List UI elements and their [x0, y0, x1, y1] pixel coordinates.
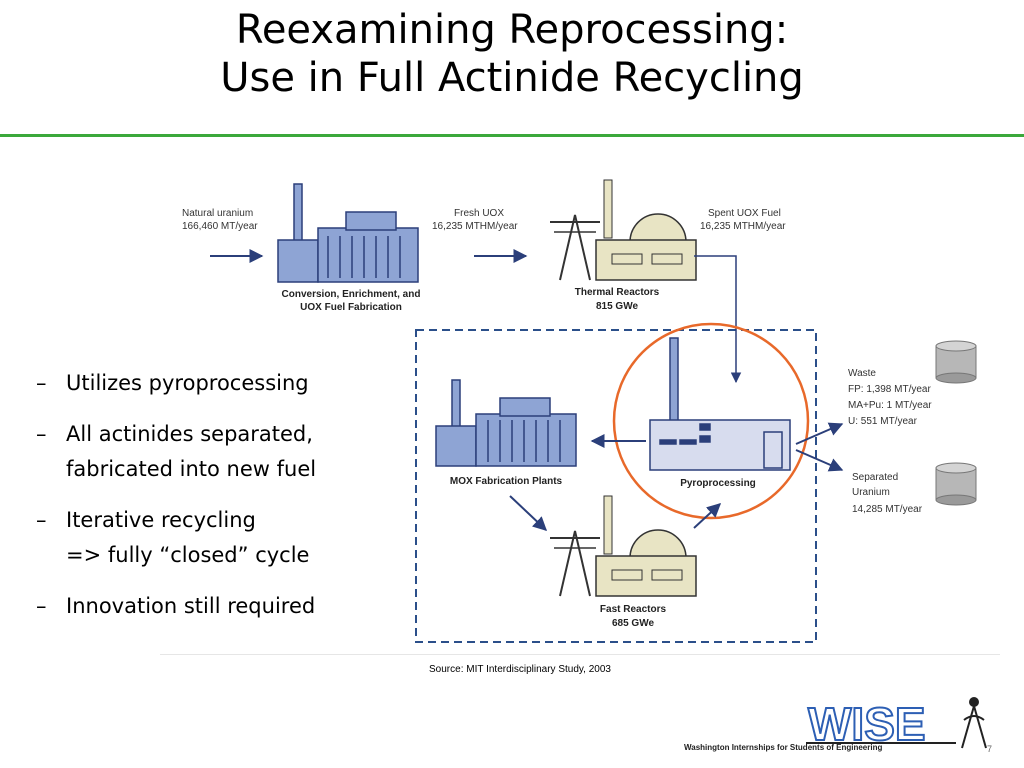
- fresh-uox-label: Fresh UOX: [454, 208, 504, 219]
- thermal-reactors-capacity: 815 GWe: [596, 301, 638, 312]
- page-number: 7: [987, 744, 993, 754]
- arrow-to-waste: [795, 422, 844, 445]
- wise-logo-text: WISE: [808, 698, 926, 750]
- mox-label: MOX Fabrication Plants: [450, 476, 563, 487]
- wise-logo: WISE Washington Internships for Students…: [684, 697, 987, 752]
- separated-uranium-rate: 14,285 MT/year: [852, 504, 923, 515]
- bullet-marker: –: [36, 594, 47, 618]
- bullet-text: Utilizes pyroprocessing: [66, 371, 309, 395]
- pyroprocessing-label: Pyroprocessing: [680, 478, 756, 489]
- bullet-marker: –: [36, 508, 47, 532]
- fast-reactors-label: Fast Reactors: [600, 604, 667, 615]
- fast-reactor-icon: [550, 495, 697, 597]
- conversion-plant-icon: [277, 183, 419, 283]
- separated-uranium-label-2: Uranium: [852, 487, 890, 498]
- thermal-reactors-label: Thermal Reactors: [575, 287, 660, 298]
- bullet-list: – Utilizes pyroprocessing – All actinide…: [36, 366, 376, 640]
- natural-uranium-rate: 166,460 MT/year: [182, 221, 258, 232]
- spent-uox-label: Spent UOX Fuel: [708, 208, 781, 219]
- separated-uranium-label-1: Separated: [852, 472, 898, 483]
- conversion-label-1: Conversion, Enrichment, and: [282, 289, 421, 300]
- closed-cycle-box: [415, 329, 817, 643]
- bullet-item: – Utilizes pyroprocessing: [36, 366, 376, 401]
- mox-plant-icon: [435, 379, 577, 467]
- bullet-text: All actinides separated, fabricated into…: [66, 422, 317, 481]
- pyroprocessing-plant-icon: [649, 337, 791, 471]
- arrow-to-separated-uranium: [795, 449, 844, 472]
- spent-uox-rate: 16,235 MTHM/year: [700, 221, 786, 232]
- title-divider: [0, 134, 1024, 137]
- waste-u: U: 551 MT/year: [848, 416, 918, 427]
- thermal-reactor-icon: [550, 179, 697, 281]
- fast-reactors-capacity: 685 GWe: [612, 618, 654, 629]
- fresh-uox-rate: 16,235 MTHM/year: [432, 221, 518, 232]
- bullet-item: – All actinides separated, fabricated in…: [36, 417, 376, 487]
- wise-tagline: Washington Internships for Students of E…: [684, 743, 882, 752]
- waste-drum-icon: [935, 340, 977, 384]
- bullet-text: Iterative recycling => fully “closed” cy…: [66, 508, 310, 567]
- logo-underline: [806, 742, 956, 744]
- title-line-1: Reexamining Reprocessing:: [235, 7, 789, 53]
- arrow-spent-uox: [694, 255, 742, 384]
- waste-mapu: MA+Pu: 1 MT/year: [848, 400, 932, 411]
- bullet-marker: –: [36, 371, 47, 395]
- waste-label: Waste: [848, 368, 876, 379]
- uranium-drum-icon: [935, 462, 977, 506]
- natural-uranium-label: Natural uranium: [182, 208, 253, 219]
- waste-fp: FP: 1,398 MT/year: [848, 384, 931, 395]
- conversion-label-2: UOX Fuel Fabrication: [300, 302, 402, 313]
- slide-title: Reexamining Reprocessing: Use in Full Ac…: [0, 6, 1024, 102]
- compass-icon: [961, 697, 987, 749]
- bullet-marker: –: [36, 422, 47, 446]
- pyroprocessing-highlight: [612, 322, 810, 520]
- arrow-fast-to-pyro: [693, 503, 722, 529]
- bullet-text: Innovation still required: [66, 594, 316, 618]
- title-line-2: Use in Full Actinide Recycling: [220, 55, 804, 101]
- arrow-mox-to-fast: [509, 495, 548, 531]
- footer-divider: [160, 654, 1000, 655]
- source-citation: Source: MIT Interdisciplinary Study, 200…: [429, 664, 611, 675]
- bullet-item: – Innovation still required: [36, 589, 376, 624]
- bullet-item: – Iterative recycling => fully “closed” …: [36, 503, 376, 573]
